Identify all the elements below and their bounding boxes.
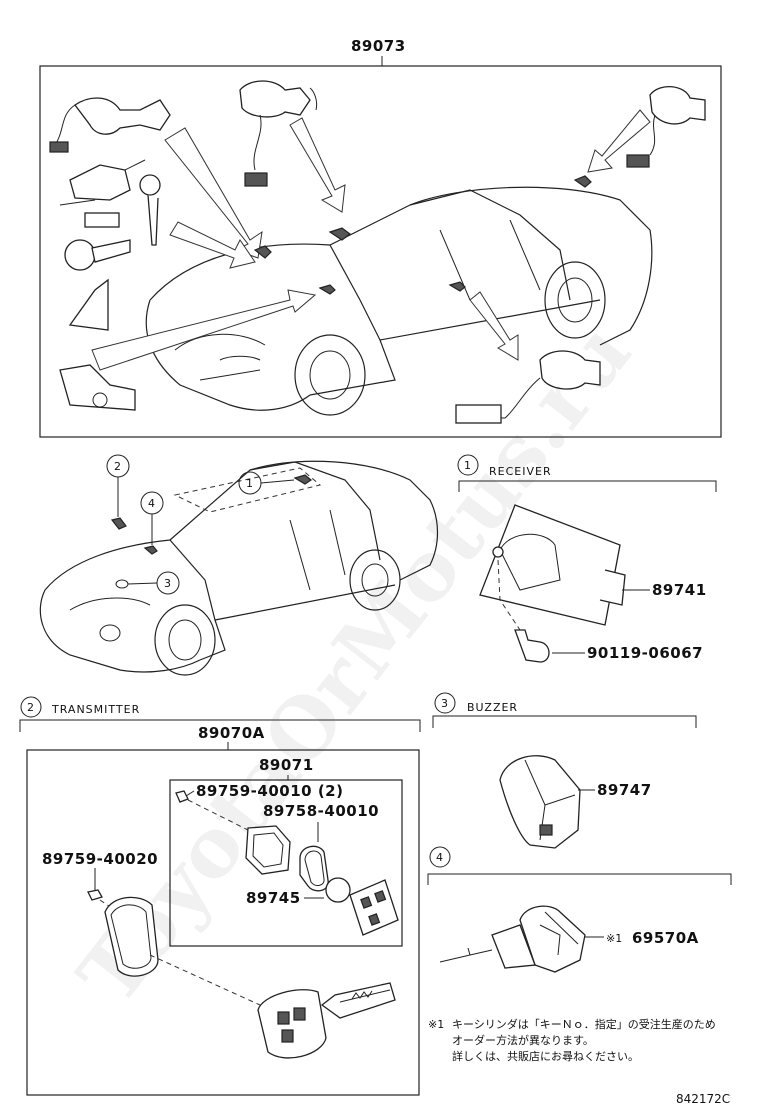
transmitter-section: 2 TRANSMITTER 89070A 89071 89759-40010 (… bbox=[19, 696, 421, 1096]
transmitter-frame bbox=[26, 749, 420, 1096]
location-arrows-top bbox=[91, 109, 651, 371]
part-number-89747[interactable]: 89747 bbox=[597, 781, 652, 799]
part-number-89071[interactable]: 89071 bbox=[259, 756, 314, 774]
part-number-69570A[interactable]: 69570A bbox=[632, 929, 699, 947]
lock-parts-upper bbox=[239, 80, 318, 187]
callout-1: 1 bbox=[246, 477, 253, 490]
part-number-89741[interactable]: 89741 bbox=[652, 581, 707, 599]
note-line-2: オーダー方法が異なります。 bbox=[452, 1033, 594, 1047]
part-number-89745[interactable]: 89745 bbox=[246, 889, 301, 907]
lock-parts-left bbox=[49, 97, 171, 411]
part-number-89759-40020[interactable]: 89759-40020 bbox=[42, 850, 158, 868]
receiver-num: 1 bbox=[464, 459, 471, 472]
part-number-89758-40010[interactable]: 89758-40010 bbox=[263, 802, 379, 820]
receiver-title: RECEIVER bbox=[489, 465, 552, 478]
transmitter-num: 2 bbox=[27, 701, 34, 714]
transmitter-title: TRANSMITTER bbox=[51, 703, 140, 716]
buzzer-section: 3 BUZZER 89747 bbox=[432, 692, 697, 849]
note-line-3: 詳しくは、共販店にお尋ねください。 bbox=[452, 1049, 639, 1063]
part-number-89070A[interactable]: 89070A bbox=[198, 724, 265, 742]
receiver-section: 1 RECEIVER 89741 90119-06067 bbox=[457, 454, 717, 663]
cylinder-note-mark: ※1 bbox=[606, 932, 622, 945]
note-line-1: キーシリンダは「キーＮｏ．指定」の受注生産のため bbox=[452, 1017, 716, 1031]
buzzer-title: BUZZER bbox=[467, 701, 518, 714]
buzzer-num: 3 bbox=[441, 697, 448, 710]
note-mark: ※1 bbox=[428, 1018, 444, 1031]
part-number-89073[interactable]: 89073 bbox=[351, 37, 406, 55]
lock-parts-door bbox=[455, 350, 601, 424]
footnote: ※1 キーシリンダは「キーＮｏ．指定」の受注生産のため オーダー方法が異なります… bbox=[428, 1017, 716, 1063]
top-section: 89073 bbox=[39, 37, 722, 438]
cylinder-section: 4 ※1 69570A bbox=[427, 846, 732, 973]
top-frame bbox=[39, 65, 722, 438]
callout-4: 4 bbox=[148, 497, 155, 510]
callout-2: 2 bbox=[114, 460, 121, 473]
car-illustration-middle: 1 2 3 4 bbox=[39, 454, 439, 676]
mount-marks-top bbox=[253, 175, 592, 295]
callout-3: 3 bbox=[164, 577, 171, 590]
reference-code: 842172C bbox=[676, 1092, 730, 1106]
sub-assembly-frame bbox=[169, 779, 403, 947]
part-number-89759-40010[interactable]: 89759-40010 (2) bbox=[196, 782, 343, 800]
part-number-90119-06067[interactable]: 90119-06067 bbox=[587, 644, 703, 662]
lock-parts-right bbox=[626, 86, 706, 168]
cylinder-num: 4 bbox=[436, 851, 443, 864]
